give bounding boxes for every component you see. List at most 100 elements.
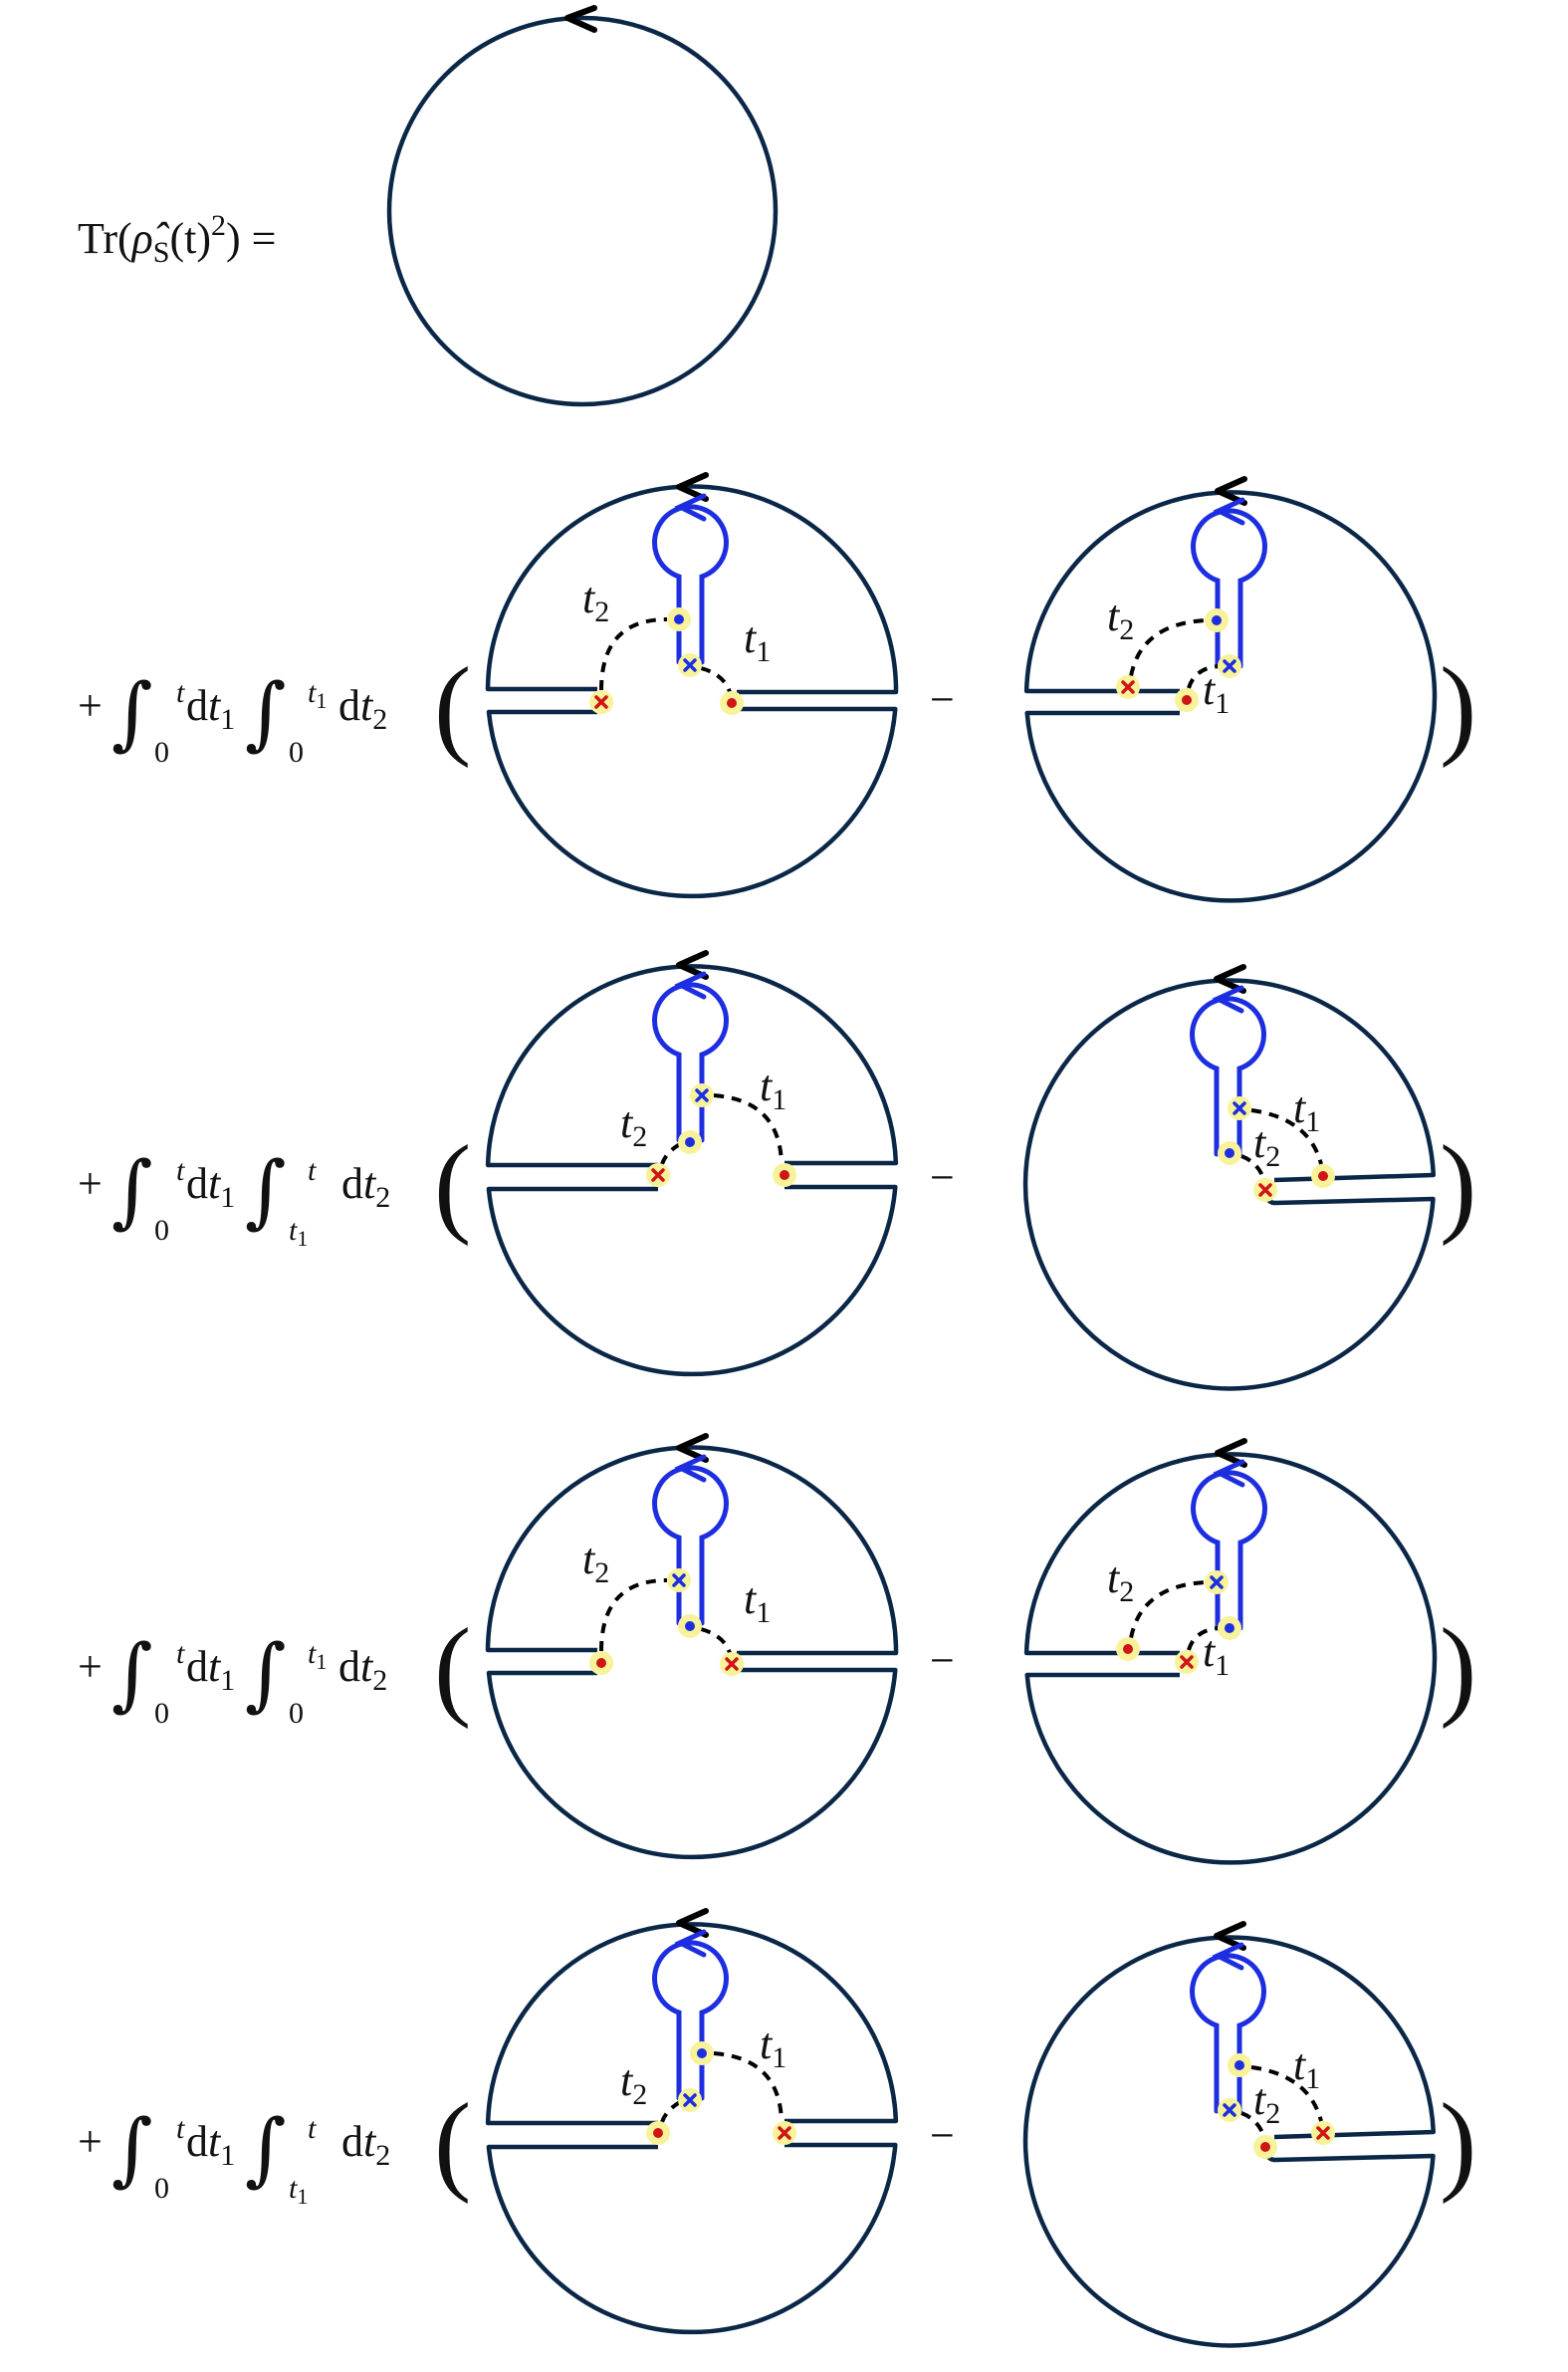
time-variable: t <box>360 1642 374 1691</box>
time-index: 1 <box>1305 1105 1320 1138</box>
integral-upper-limit: t1 <box>308 676 327 713</box>
time-variable: t <box>744 613 758 662</box>
d-symbol: d <box>186 2117 208 2166</box>
cross-glyph <box>778 2126 791 2140</box>
arrow-left-icon <box>564 5 597 33</box>
cross-glyph <box>594 695 608 709</box>
dot-glyph <box>653 2128 663 2138</box>
integral-lower-limit: 0 <box>289 736 304 769</box>
arrow-left-icon <box>1213 1459 1245 1488</box>
integral-sign: ∫ <box>112 2102 153 2195</box>
integral-sign: ∫ <box>245 2102 287 2195</box>
integral-upper-limit: t <box>176 676 185 709</box>
cross-marker-icon <box>1253 1178 1277 1202</box>
differential-dt1: dt1 <box>186 1159 235 1214</box>
dot-marker-icon <box>720 691 744 715</box>
d-symbol: d <box>341 2117 363 2166</box>
arrow-left-icon <box>674 1929 707 1958</box>
plus-sign: + <box>78 1159 103 1208</box>
cross-marker-icon <box>667 1568 691 1592</box>
time-index: 2 <box>632 2078 647 2111</box>
time-index: 1 <box>220 1664 235 1697</box>
time-index: 1 <box>756 635 771 668</box>
keldysh-contour <box>485 1445 899 1860</box>
time-variable: t <box>208 1159 222 1208</box>
close-parenthesis: ) <box>1440 1606 1476 1730</box>
open-parenthesis: ( <box>434 2081 471 2205</box>
cross-marker-icon <box>1218 2098 1241 2122</box>
integral-lower-limit: 0 <box>154 1214 169 1247</box>
minus-sign: − <box>930 675 955 724</box>
time-index: 1 <box>756 1596 771 1629</box>
differential-dt2: dt2 <box>341 2117 390 2172</box>
diagram-left-term-1: t2 t1 <box>485 472 899 899</box>
arrow-left-icon <box>1213 497 1245 526</box>
time-label-t2: t2 <box>1253 2075 1280 2130</box>
d-symbol: d <box>341 1159 363 1208</box>
time-variable: t <box>620 2056 634 2105</box>
time-index: 2 <box>1119 1575 1134 1608</box>
cross-marker-icon <box>1116 675 1140 699</box>
arrow-left-icon <box>1212 1942 1244 1971</box>
interaction-line <box>1187 1626 1220 1651</box>
integral-upper-limit: t <box>176 1637 185 1670</box>
cross-marker-icon <box>720 1652 744 1676</box>
dot-glyph <box>1212 615 1222 625</box>
integral-lower-limit: t1 <box>289 1214 308 1251</box>
time-variable: t <box>760 2019 774 2068</box>
integral-upper-limit: t <box>176 1154 185 1187</box>
close-parenthesis: ) <box>1440 645 1476 769</box>
integral-lower-limit: 0 <box>154 736 169 769</box>
dot-marker-icon <box>667 607 691 631</box>
interaction-line <box>599 617 668 691</box>
interaction-line <box>1240 2111 1265 2136</box>
system-loop <box>652 982 729 1143</box>
dot-marker-icon <box>1175 688 1199 712</box>
time-variable: t <box>1253 1118 1267 1167</box>
purity-equation-lhs: Tr(ρ̂S(t)2) = <box>78 5 779 407</box>
cross-marker-icon <box>589 690 613 714</box>
cross-marker-icon <box>1311 2121 1335 2145</box>
trace-text: Tr( <box>78 214 132 263</box>
system-loop <box>652 1940 729 2101</box>
arrow-left-icon <box>1214 964 1246 994</box>
integral-sign: ∫ <box>245 1627 287 1720</box>
time-variable: t <box>620 1098 634 1147</box>
cross-marker-icon <box>690 1083 714 1107</box>
time-label-t2: t2 <box>582 574 609 628</box>
dot-marker-icon <box>646 2121 670 2145</box>
cross-glyph <box>695 1088 709 1102</box>
dot-marker-icon <box>773 1163 796 1187</box>
time-index: 1 <box>772 2041 786 2074</box>
system-loop <box>1190 1953 1266 2114</box>
time-index: 2 <box>375 2139 390 2172</box>
interaction-line <box>700 666 732 693</box>
keldysh-contour <box>485 964 899 1377</box>
cross-marker-icon <box>1175 1650 1199 1674</box>
differential-dt2: dt2 <box>338 681 387 736</box>
dot-glyph <box>685 1137 695 1147</box>
time-index: 2 <box>1119 613 1134 646</box>
cross-glyph <box>683 2093 697 2107</box>
interaction-line <box>1129 618 1206 677</box>
cross-marker-icon <box>1228 1096 1251 1120</box>
time-variable: t <box>760 1062 774 1110</box>
time-label-t1: t1 <box>760 1062 786 1116</box>
time-label-t1: t1 <box>744 613 771 668</box>
cross-glyph <box>1180 1655 1194 1669</box>
rho-subscript: S <box>153 236 170 269</box>
dot-glyph <box>1260 2142 1270 2152</box>
integral-upper-limit: t <box>308 1154 317 1187</box>
time-index: 1 <box>1305 2062 1320 2095</box>
integral-sign: ∫ <box>245 666 287 759</box>
integral-sign: ∫ <box>245 1144 287 1237</box>
time-index: 2 <box>375 1181 390 1214</box>
cross-glyph <box>1258 1183 1272 1197</box>
time-variable: t <box>582 1535 596 1583</box>
integral-upper-limit: t1 <box>308 1637 327 1674</box>
